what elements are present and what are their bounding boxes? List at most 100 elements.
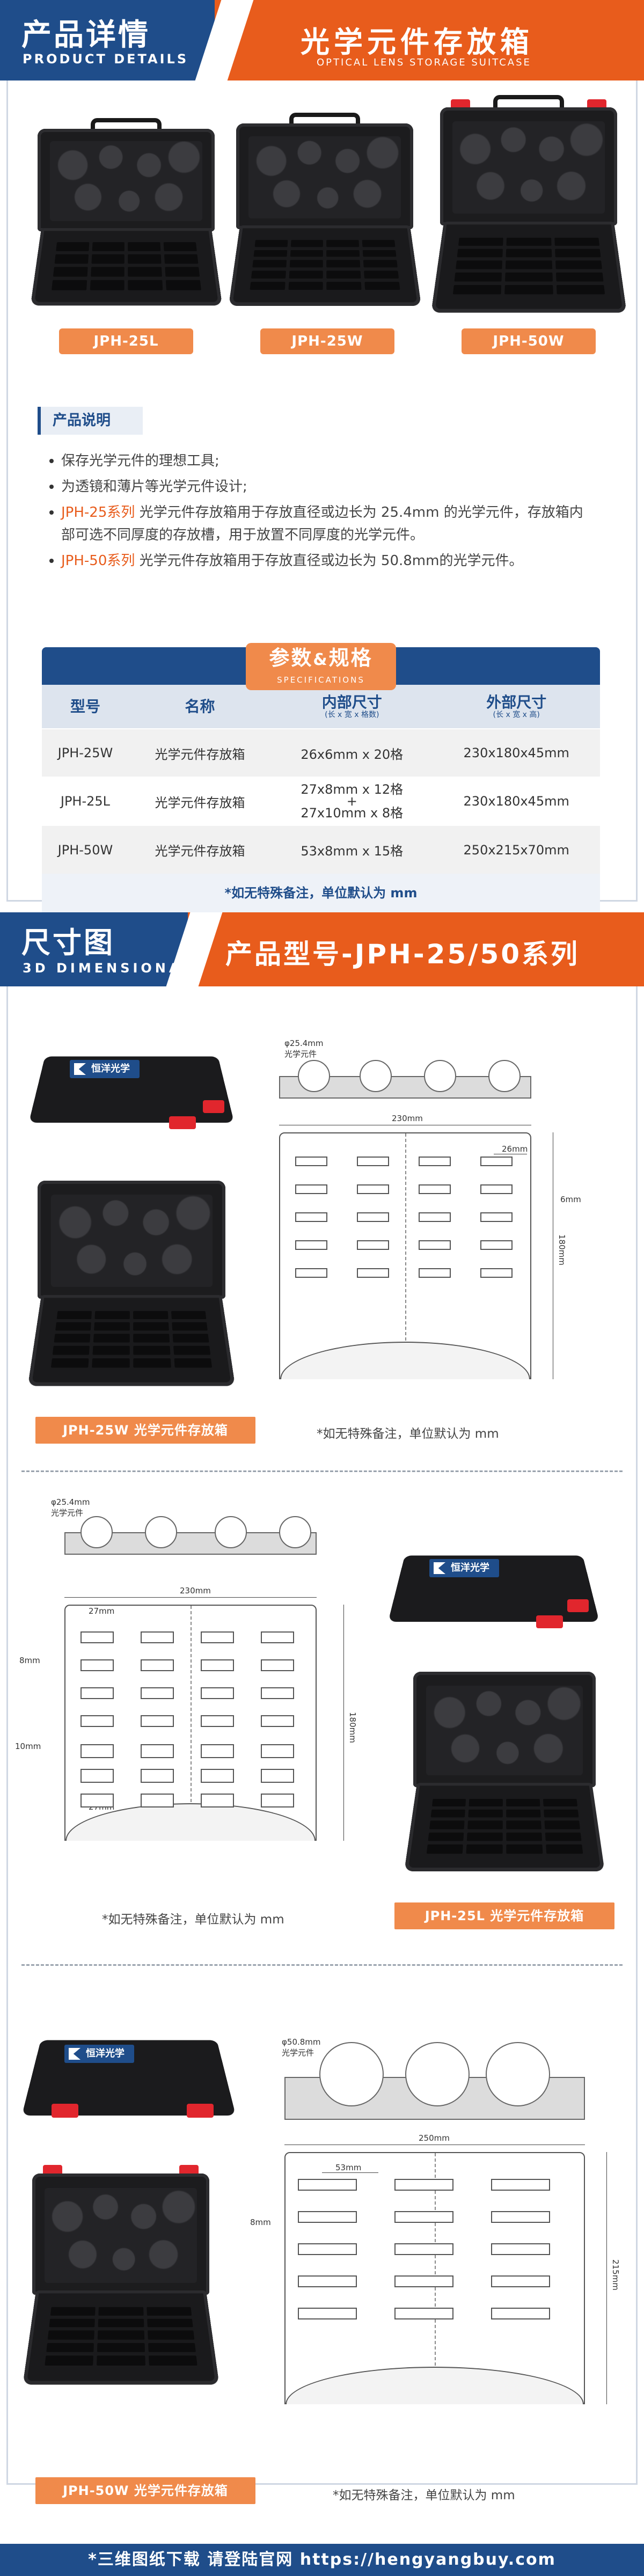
- slot-outline: [357, 1268, 389, 1278]
- slot-outline: [201, 1687, 234, 1699]
- slot-outline: [261, 1794, 294, 1807]
- spec-header-inner: 内部尺寸(长 x 宽 x 格数): [271, 685, 433, 729]
- divider: [21, 1470, 623, 1472]
- case-image-jph-25w: [228, 112, 421, 306]
- case-open-image: [404, 1672, 605, 1871]
- spec-header-outer: 外部尺寸(长 x 宽 x 高): [433, 685, 600, 729]
- slot-outline: [141, 1659, 174, 1671]
- divider: [21, 1964, 623, 1966]
- brand-logo: 恒洋光学: [429, 1559, 499, 1577]
- slot-outline: [80, 1744, 114, 1758]
- description-item: 保存光学元件的理想工具;: [49, 450, 591, 472]
- slot-outline: [141, 1744, 174, 1758]
- spec-header-name: 名称: [128, 685, 272, 729]
- case-closed-image: 恒洋光学: [21, 2018, 236, 2136]
- drawing-label-jph-25w: JPH-25W 光学元件存放箱: [35, 1417, 255, 1444]
- table-row: JPH-25L 光学元件存放箱 27x8mm x 12格+27x10mm x 8…: [42, 777, 600, 825]
- slot-outline: [298, 2275, 357, 2287]
- spec-table: 型号 名称 内部尺寸(长 x 宽 x 格数) 外部尺寸(长 x 宽 x 高) J…: [42, 685, 600, 874]
- spec-table-section: 参数&规格 SPECIFICATIONS 型号 名称 内部尺寸(长 x 宽 x …: [42, 643, 600, 912]
- product-title: 产品型号-JPH-25/50系列: [225, 939, 580, 970]
- case-closed-image: 恒洋光学: [28, 1036, 235, 1143]
- slot-outline: [80, 1631, 114, 1643]
- slot-outline: [480, 1157, 513, 1166]
- slot-outline: [80, 1659, 114, 1671]
- model-label-jph-50w: JPH-50W: [462, 328, 596, 354]
- slot-outline: [394, 2179, 453, 2191]
- slot-outline: [394, 2211, 453, 2223]
- case-closed-image: 恒洋光学: [388, 1535, 599, 1642]
- model-label-jph-25l: JPH-25L: [59, 328, 193, 354]
- slot-outline: [261, 1687, 294, 1699]
- slot-outline: [295, 1240, 327, 1250]
- section-subtitle: PRODUCT DETAILS: [23, 52, 189, 67]
- section-subtitle: 3D DIMENSIONAL: [23, 961, 194, 976]
- unit-note: *如无特殊备注，单位默认为 mm: [102, 1913, 284, 1927]
- slot-outline: [394, 2243, 453, 2255]
- brand-logo: 恒洋光学: [70, 1060, 140, 1078]
- product-details-header: 产品详情 PRODUCT DETAILS 光学元件存放箱 OPTICAL LEN…: [0, 0, 644, 80]
- slot-outline: [201, 1769, 234, 1783]
- slot-outline: [201, 1659, 234, 1671]
- description-heading: 产品说明: [38, 407, 143, 435]
- slot-outline: [201, 1744, 234, 1758]
- dimensional-header: 尺寸图 3D DIMENSIONAL 产品型号-JPH-25/50系列: [0, 912, 644, 986]
- slot-outline: [295, 1184, 327, 1194]
- slot-outline: [261, 1744, 294, 1758]
- slot-outline: [298, 2179, 357, 2191]
- slot-outline: [80, 1715, 114, 1727]
- slot-outline: [419, 1157, 451, 1166]
- description-item: JPH-25系列 光学元件存放箱用于存放直径或边长为 25.4mm 的光学元件，…: [49, 501, 591, 546]
- slot-outline: [394, 2275, 453, 2287]
- slot-outline: [491, 2275, 550, 2287]
- slot-outline: [201, 1794, 234, 1807]
- slot-outline: [201, 1715, 234, 1727]
- slot-outline: [357, 1157, 389, 1166]
- footer-download-banner[interactable]: *三维图纸下载 请登陆官网 https://hengyangbuy.com: [0, 2544, 644, 2576]
- slot-outline: [419, 1184, 451, 1194]
- slot-outline: [141, 1794, 174, 1807]
- slot-outline: [357, 1184, 389, 1194]
- slot-outline: [141, 1631, 174, 1643]
- description-item: 为透镜和薄片等光学元件设计;: [49, 475, 591, 498]
- slot-outline: [261, 1715, 294, 1727]
- slot-outline: [295, 1212, 327, 1222]
- table-row: JPH-50W 光学元件存放箱 53x8mm x 15格 250x215x70m…: [42, 825, 600, 874]
- slot-outline: [419, 1268, 451, 1278]
- slot-outline: [201, 1631, 234, 1643]
- case-image-jph-25l: [30, 118, 222, 306]
- slot-outline: [491, 2179, 550, 2191]
- slot-outline: [261, 1631, 294, 1643]
- drawing-label-jph-50w: JPH-50W 光学元件存放箱: [35, 2477, 255, 2504]
- slot-outline: [141, 1769, 174, 1783]
- slot-outline: [491, 2308, 550, 2319]
- slot-outline: [480, 1240, 513, 1250]
- slot-outline: [141, 1715, 174, 1727]
- slot-outline: [80, 1794, 114, 1807]
- slot-outline: [141, 1687, 174, 1699]
- slot-outline: [80, 1687, 114, 1699]
- slot-outline: [261, 1659, 294, 1671]
- slot-outline: [298, 2243, 357, 2255]
- slot-outline: [357, 1212, 389, 1222]
- drawing-label-jph-25l: JPH-25L 光学元件存放箱: [394, 1902, 614, 1929]
- spec-header-model: 型号: [42, 685, 129, 729]
- description-item: JPH-50系列 光学元件存放箱用于存放直径或边长为 50.8mm的光学元件。: [49, 550, 591, 572]
- slot-outline: [480, 1268, 513, 1278]
- unit-note: *如无特殊备注，单位默认为 mm: [333, 2489, 515, 2502]
- case-open-image: [23, 2165, 219, 2385]
- table-row: JPH-25W 光学元件存放箱 26x6mm x 20格 230x180x45m…: [42, 728, 600, 777]
- unit-note: *如无特殊备注，单位默认为 mm: [317, 1427, 499, 1441]
- case-image-jph-50w: [430, 95, 627, 313]
- slot-outline: [394, 2308, 453, 2319]
- slot-outline: [295, 1157, 327, 1166]
- slot-outline: [480, 1184, 513, 1194]
- spec-title: 参数&规格 SPECIFICATIONS: [246, 643, 396, 690]
- product-title: 光学元件存放箱: [301, 25, 533, 59]
- section-title: 产品详情: [21, 18, 150, 53]
- dimensional-frame: [6, 986, 638, 2485]
- description-list: 保存光学元件的理想工具; 为透镜和薄片等光学元件设计; JPH-25系列 光学元…: [49, 450, 591, 575]
- slot-outline: [357, 1240, 389, 1250]
- slot-outline: [419, 1240, 451, 1250]
